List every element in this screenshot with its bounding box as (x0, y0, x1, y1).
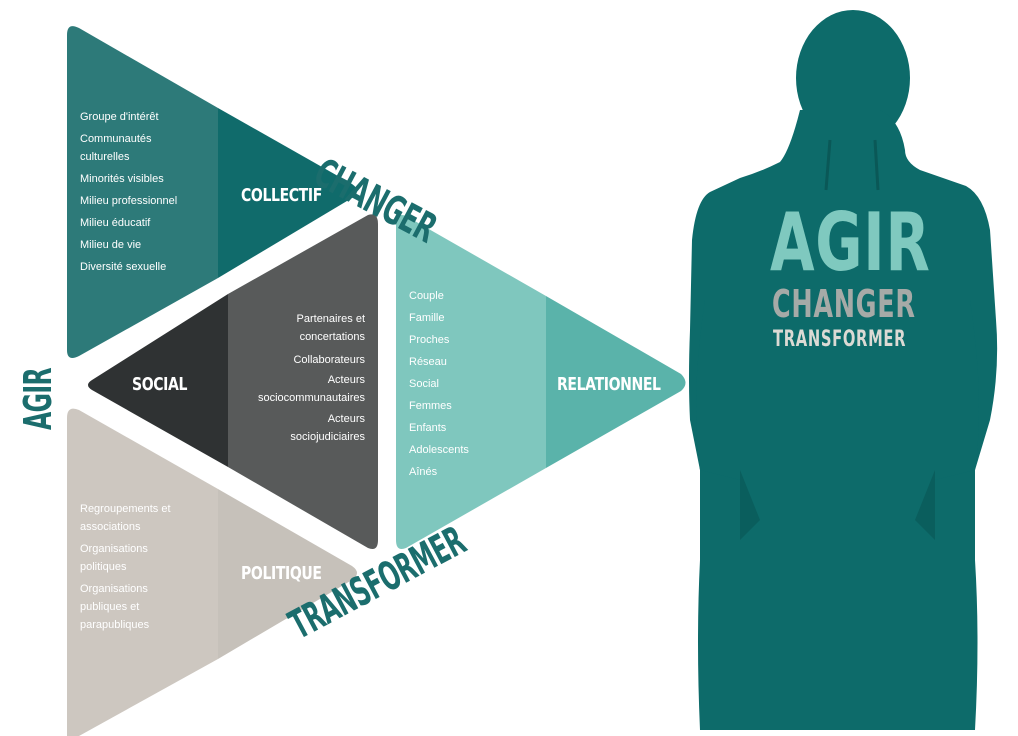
list-item: Collaborateurs (293, 354, 365, 366)
list-item: Milieu de vie (80, 239, 142, 251)
list-item: Regroupements et associations (80, 503, 171, 533)
relationnel-triangle (396, 215, 686, 549)
relationnel-label: RELATIONNEL (557, 374, 661, 395)
politique-triangle (67, 408, 357, 736)
list-item: Organisations publiques et parapubliques (80, 583, 150, 631)
list-item: Adolescents (409, 444, 469, 456)
list-item: Milieu professionnel (80, 195, 178, 207)
agir-heading: AGIR (16, 368, 60, 430)
collectif-label: COLLECTIF (241, 185, 322, 206)
hoodie-pocket-shadow (740, 470, 935, 540)
list-item: Groupe d'intérêt (80, 111, 159, 123)
list-item: Famille (409, 312, 445, 324)
list-item: Acteurs sociojudiciaires (290, 413, 365, 443)
social-triangle (88, 214, 378, 549)
social-label: SOCIAL (132, 374, 188, 395)
hoodie-strings (824, 139, 880, 191)
list-item: Milieu éducatif (80, 217, 151, 229)
list-item: Organisations politiques (80, 543, 148, 573)
list-item: Acteurs sociocommunautaires (258, 374, 365, 404)
social-list: Partenaires et concertations Collaborate… (232, 310, 365, 446)
list-item: Proches (409, 334, 450, 346)
list-item: Communautés culturelles (80, 133, 152, 163)
politique-list: Regroupements et associations Organisati… (80, 500, 210, 634)
list-item: Minorités visibles (80, 173, 164, 185)
hoodie-silhouette (689, 10, 998, 730)
shirt-agir-text: AGIR (770, 196, 931, 289)
list-item: Couple (409, 290, 444, 302)
list-item: Enfants (409, 422, 447, 434)
list-item: Partenaires et concertations (296, 313, 365, 343)
list-item: Diversité sexuelle (80, 261, 167, 273)
relationnel-list: Couple Famille Proches Réseau Social Fem… (409, 285, 539, 483)
list-item: Social (409, 378, 439, 390)
list-item: Femmes (409, 400, 452, 412)
list-item: Aînés (409, 466, 438, 478)
list-item: Réseau (409, 356, 447, 368)
politique-label: POLITIQUE (241, 563, 322, 584)
collectif-triangle (67, 26, 357, 359)
shirt-transformer-text: TRANSFORMER (773, 327, 907, 352)
collectif-list: Groupe d'intérêt Communautés culturelles… (80, 106, 210, 278)
shirt-changer-text: CHANGER (772, 282, 916, 326)
